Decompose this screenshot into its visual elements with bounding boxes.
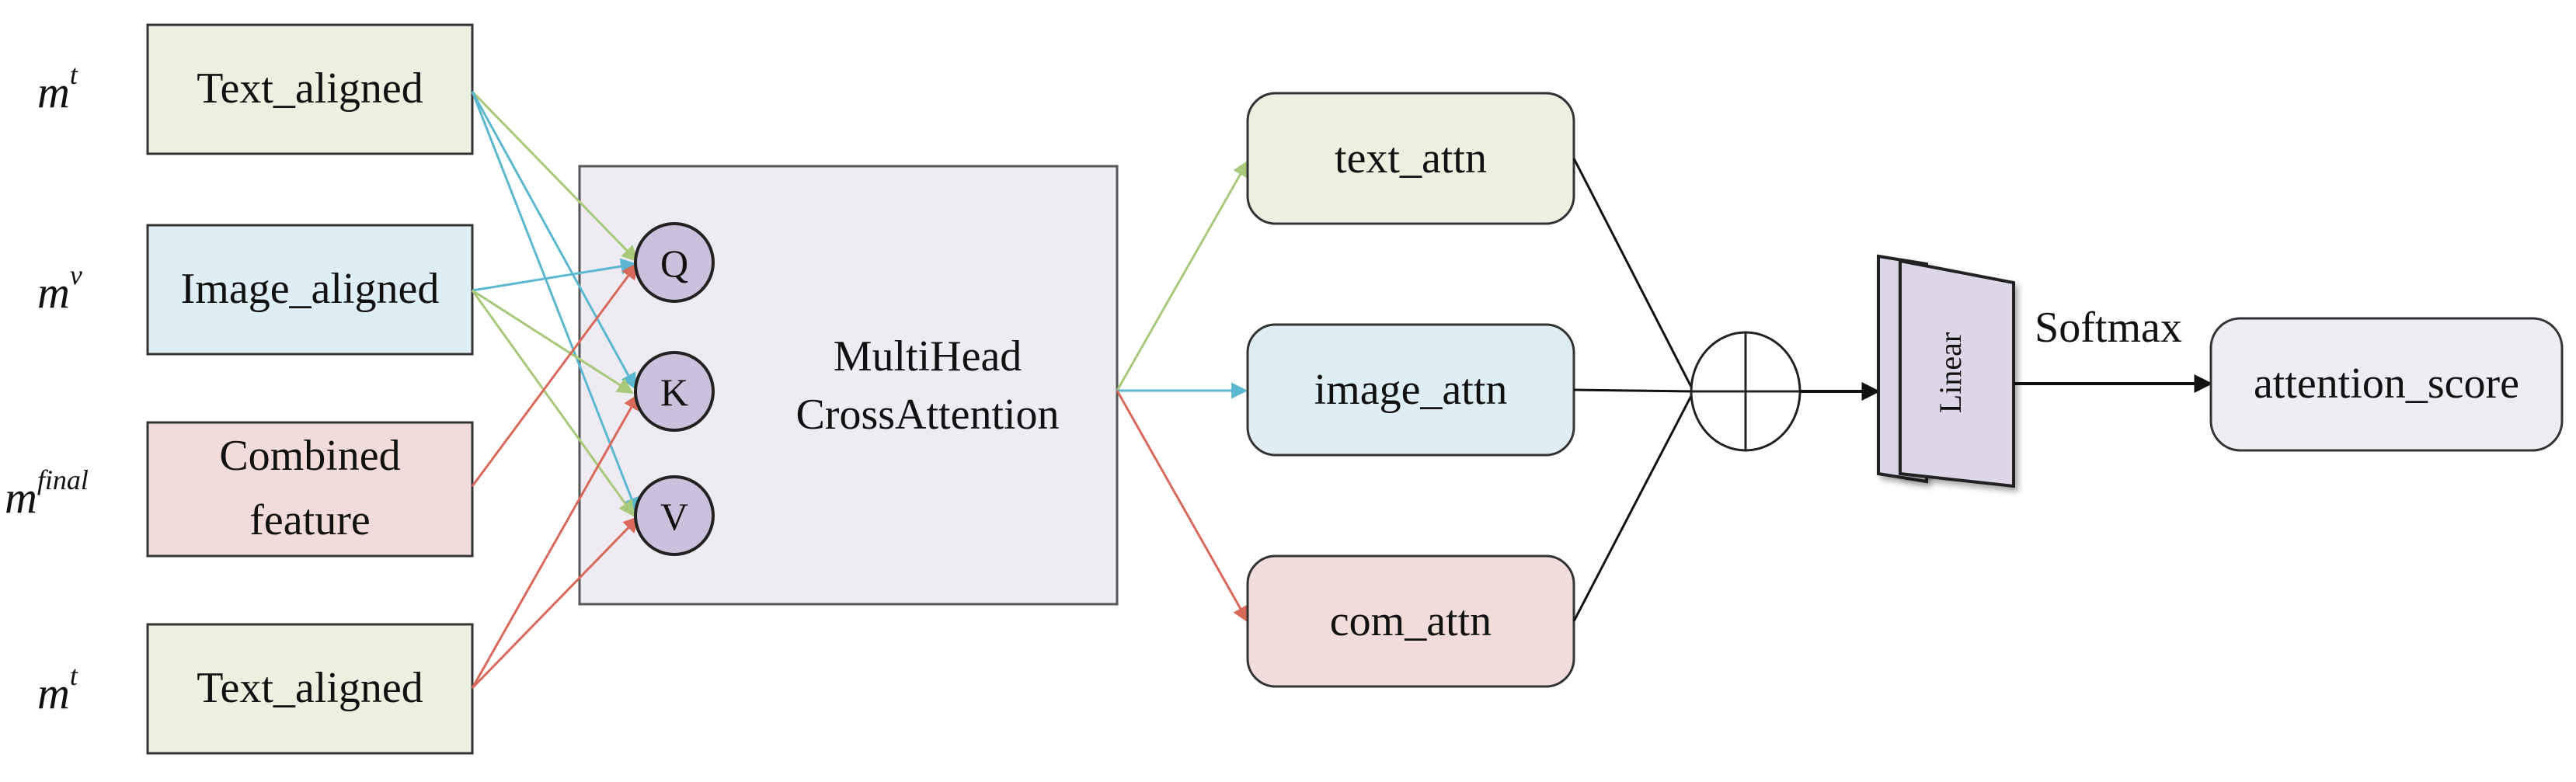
side-label-mv: mv	[37, 259, 82, 318]
output-label: text_attn	[1335, 134, 1487, 182]
edge-attn-to-text-attn	[1116, 160, 1249, 391]
output-label: image_attn	[1314, 366, 1508, 414]
edge-text-top-to-q	[471, 90, 639, 262]
fusion-connections	[1572, 158, 1695, 622]
input-label: Text_aligned	[197, 664, 423, 712]
port-q: Q	[634, 222, 715, 303]
attention-title-line2: CrossAttention	[795, 391, 1059, 439]
linear-label: Linear	[1933, 332, 1968, 413]
edge-image-to-q	[472, 258, 638, 292]
port-v: V	[634, 475, 715, 556]
output-attention-score: attention_score	[2209, 317, 2564, 452]
edge-text-bottom-to-v	[471, 516, 640, 690]
input-label: Text_aligned	[197, 64, 423, 113]
edge-attn-to-com-attn	[1116, 390, 1249, 623]
result-label: attention_score	[2254, 360, 2519, 408]
port-v-label: V	[660, 495, 688, 538]
edge-image-to-v	[471, 290, 635, 517]
softmax-label: Softmax	[2035, 304, 2182, 352]
output-label: com_attn	[1330, 597, 1492, 645]
port-k: K	[634, 351, 715, 432]
edge-text-top-to-k	[471, 91, 637, 390]
port-k-label: K	[660, 370, 688, 414]
sum-circle-icon	[1690, 331, 1801, 452]
input-label-line2: feature	[249, 496, 370, 544]
edge-text-bottom-to-k	[471, 393, 640, 689]
input-connections	[471, 90, 640, 690]
side-label-mfinal: mfinal	[5, 464, 89, 523]
attention-title-line1: MultiHead	[834, 332, 1022, 381]
side-label-mt-bottom: mt	[37, 660, 78, 718]
edge-combined-to-q	[471, 262, 639, 487]
output-text-attn: text_attn	[1246, 92, 1575, 225]
output-image-attn: image_attn	[1246, 323, 1575, 457]
linear-layer: Linear	[1877, 254, 2015, 488]
input-text-aligned-top: Text_aligned	[146, 23, 474, 155]
input-label: Image_aligned	[181, 265, 440, 313]
side-label-mt-top: mt	[37, 59, 78, 117]
output-connections	[1116, 160, 1249, 623]
input-text-aligned-bottom: Text_aligned	[146, 623, 474, 755]
port-q-label: Q	[660, 242, 688, 285]
edge-text-top-to-v	[471, 91, 639, 514]
edge-image-to-k	[472, 289, 634, 394]
output-com-attn: com_attn	[1246, 554, 1575, 688]
input-image-aligned: Image_aligned	[146, 224, 474, 356]
input-combined-feature: Combined feature	[146, 421, 474, 558]
input-label-line1: Combined	[219, 432, 400, 480]
